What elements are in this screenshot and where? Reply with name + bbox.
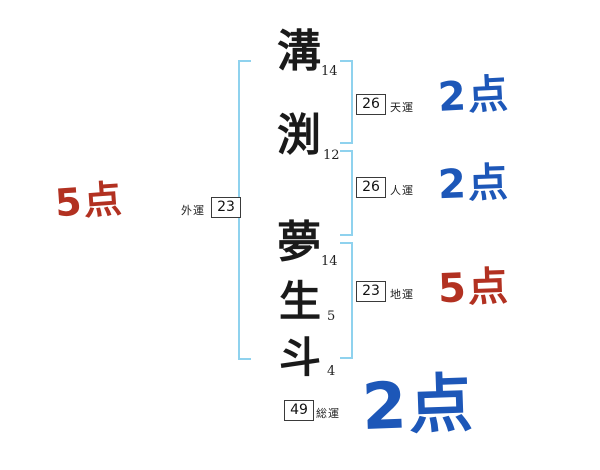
tenun-score: 2点 xyxy=(436,71,511,121)
gaiun-score: 5点 xyxy=(53,176,125,226)
tenun-bracket-line xyxy=(351,60,353,144)
soun-label: 総運 xyxy=(316,407,340,420)
tenun-label: 天運 xyxy=(390,101,414,114)
name-char-5: 斗 xyxy=(279,333,322,382)
stroke-count-4: 5 xyxy=(327,309,336,324)
gaiun-label: 外運 xyxy=(181,204,205,217)
soun-value-box: 49 xyxy=(284,400,314,421)
name-char-4: 生 xyxy=(279,277,322,326)
jinun-score: 2点 xyxy=(437,159,511,209)
stroke-count-3: 14 xyxy=(321,254,338,269)
name-char-2: 渕 xyxy=(277,110,321,161)
jinun-label: 人運 xyxy=(390,184,414,197)
gaiun-value-box: 23 xyxy=(211,197,241,218)
stroke-count-5: 4 xyxy=(327,364,336,379)
tenun-value-box: 26 xyxy=(356,94,386,115)
jinun-bracket-line xyxy=(351,150,353,236)
gaiun-bracket-tick-bottom xyxy=(238,358,251,360)
name-char-1: 溝 xyxy=(277,26,321,77)
gaiun-bracket-tick-top xyxy=(238,60,251,62)
soun-score: 2点 xyxy=(360,367,476,445)
jinun-bracket-tick-bottom xyxy=(340,234,352,236)
chiun-score: 5点 xyxy=(437,263,511,313)
chiun-value-box: 23 xyxy=(356,281,386,302)
chiun-label: 地運 xyxy=(390,288,414,301)
chiun-bracket-tick-bottom xyxy=(340,357,352,359)
tenun-bracket-tick-bottom xyxy=(340,142,352,144)
stroke-count-2: 12 xyxy=(323,148,340,163)
jinun-bracket-tick-top xyxy=(340,150,352,152)
stroke-count-1: 14 xyxy=(321,64,338,79)
name-char-3: 夢 xyxy=(277,217,321,268)
jinun-value-box: 26 xyxy=(356,177,386,198)
tenun-bracket-tick-top xyxy=(340,60,352,62)
chiun-bracket-line xyxy=(351,242,353,359)
chiun-bracket-tick-top xyxy=(340,242,352,244)
